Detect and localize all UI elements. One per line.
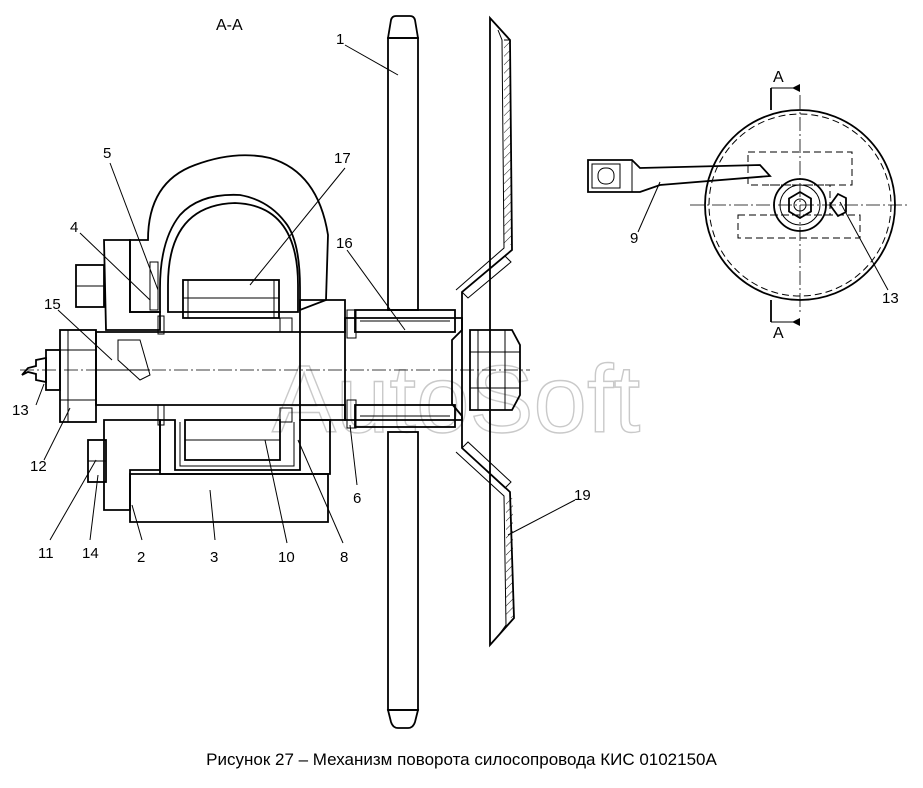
callout-4: 4 <box>70 219 78 236</box>
side-view <box>587 84 910 326</box>
section-mark-bottom: А <box>773 325 784 342</box>
callout-1: 1 <box>336 31 344 48</box>
callouts: 1 5 4 15 13 12 11 14 2 3 10 8 6 17 16 19… <box>12 31 899 566</box>
shaft-end-nut <box>469 329 521 411</box>
part-19-plate <box>451 15 515 648</box>
callout-14: 14 <box>82 545 99 562</box>
figure-caption: Рисунок 27 – Механизм поворота силосопро… <box>206 750 717 769</box>
callout-19: 19 <box>574 487 591 504</box>
callout-5: 5 <box>103 145 111 162</box>
shaft <box>20 309 530 429</box>
callout-10: 10 <box>278 549 295 566</box>
housing <box>103 154 346 523</box>
leader-lines <box>35 44 889 544</box>
callout-16: 16 <box>336 235 353 252</box>
callout-13-right: 13 <box>882 290 899 307</box>
callout-17: 17 <box>334 150 351 167</box>
callout-2: 2 <box>137 549 145 566</box>
callout-6: 6 <box>353 490 361 507</box>
callout-15: 15 <box>44 296 61 313</box>
callout-11: 11 <box>38 545 54 562</box>
callout-13-left: 13 <box>12 402 29 419</box>
part-10-gear <box>184 419 281 461</box>
callout-12: 12 <box>30 458 47 475</box>
callout-9: 9 <box>630 230 638 247</box>
left-fittings <box>21 261 293 483</box>
section-title: А-А <box>216 17 243 34</box>
callout-3: 3 <box>210 549 218 566</box>
callout-8: 8 <box>340 549 348 566</box>
section-mark-top: А <box>773 69 784 86</box>
watermark: AutoSoft <box>272 346 640 453</box>
part-17-core <box>167 202 299 319</box>
